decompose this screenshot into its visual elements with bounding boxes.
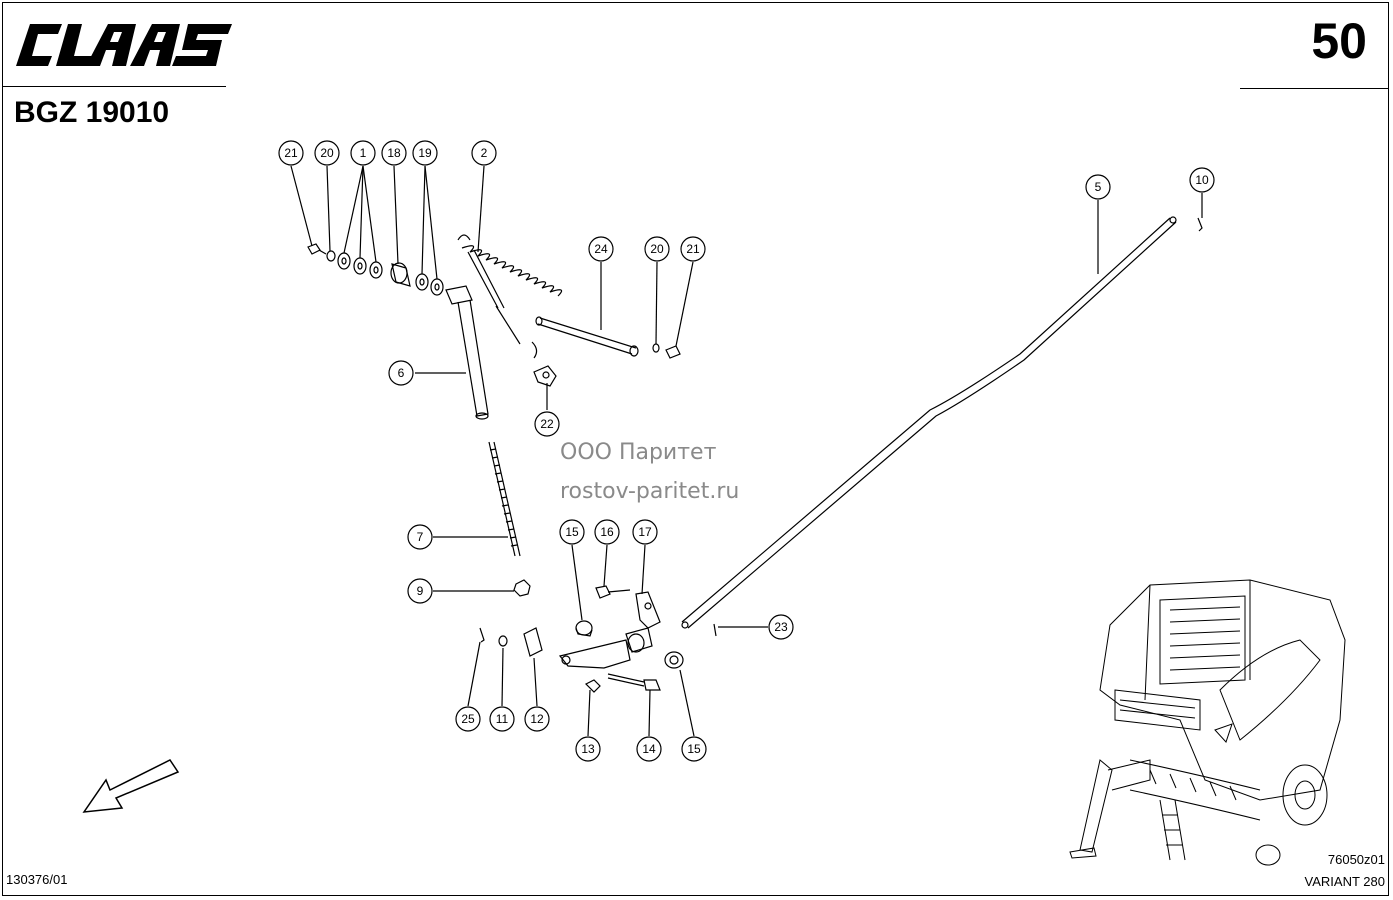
callout-24: 24 xyxy=(588,236,614,262)
callout-12: 12 xyxy=(524,706,550,732)
svg-text:21: 21 xyxy=(284,146,298,160)
callout-15a: 15 xyxy=(559,519,585,545)
callout-25: 25 xyxy=(455,706,481,732)
svg-text:14: 14 xyxy=(642,742,656,756)
baler-illustration xyxy=(1069,579,1346,866)
svg-text:12: 12 xyxy=(530,712,544,726)
direction-arrow-icon xyxy=(82,759,180,813)
svg-text:13: 13 xyxy=(581,742,595,756)
svg-text:1: 1 xyxy=(360,146,367,160)
header-rule-left xyxy=(2,86,226,87)
nut xyxy=(513,579,531,597)
svg-text:15: 15 xyxy=(687,742,701,756)
lever-arm xyxy=(445,285,489,420)
watermark-url: rostov-paritet.ru xyxy=(560,479,740,504)
callout-18: 18 xyxy=(381,140,407,166)
callout-19: 19 xyxy=(412,140,438,166)
claas-logo xyxy=(16,24,232,66)
svg-text:18: 18 xyxy=(387,146,401,160)
callout-10: 10 xyxy=(1189,167,1215,193)
long-rod xyxy=(681,216,1177,629)
callout-17: 17 xyxy=(632,519,658,545)
svg-text:20: 20 xyxy=(650,242,664,256)
image-reference: 76050z01 xyxy=(1327,852,1385,867)
callout-9: 9 xyxy=(407,578,433,604)
callout-6: 6 xyxy=(388,360,414,386)
callout-15b: 15 xyxy=(681,736,707,762)
svg-text:24: 24 xyxy=(594,242,608,256)
callout-21a: 21 xyxy=(278,140,304,166)
callout-22: 22 xyxy=(534,411,560,437)
watermark-company: ООО Паритет xyxy=(560,440,717,465)
svg-text:6: 6 xyxy=(398,366,405,380)
svg-text:22: 22 xyxy=(540,417,554,431)
svg-text:16: 16 xyxy=(600,525,614,539)
svg-text:17: 17 xyxy=(638,525,652,539)
svg-text:23: 23 xyxy=(774,620,788,634)
callout-13: 13 xyxy=(575,736,601,762)
bracket-assembly xyxy=(523,591,661,669)
svg-text:25: 25 xyxy=(461,712,475,726)
callout-16: 16 xyxy=(594,519,620,545)
tension-spring xyxy=(457,234,563,359)
svg-text:7: 7 xyxy=(417,530,424,544)
svg-text:11: 11 xyxy=(496,712,509,726)
callout-23: 23 xyxy=(768,614,794,640)
svg-text:5: 5 xyxy=(1095,180,1102,194)
callout-11: 11 xyxy=(489,706,515,732)
model-name: VARIANT 280 xyxy=(1304,874,1385,889)
callout-2: 2 xyxy=(471,140,497,166)
svg-text:10: 10 xyxy=(1195,173,1209,187)
svg-text:20: 20 xyxy=(320,146,334,160)
callout-14: 14 xyxy=(636,736,662,762)
svg-text:19: 19 xyxy=(418,146,432,160)
svg-text:21: 21 xyxy=(686,242,700,256)
callout-21b: 21 xyxy=(680,236,706,262)
callout-20b: 20 xyxy=(644,236,670,262)
header-rule-right xyxy=(1240,88,1389,89)
svg-text:9: 9 xyxy=(417,584,424,598)
callout-7: 7 xyxy=(407,524,433,550)
leader-lines xyxy=(290,165,1203,737)
callout-1: 1 xyxy=(350,140,376,166)
svg-text:15: 15 xyxy=(565,525,579,539)
callout-5: 5 xyxy=(1085,174,1111,200)
threaded-rod xyxy=(488,441,521,557)
callout-balloons: 21 20 1 18 19 2 24 20 21 5 10 6 22 7 9 1… xyxy=(278,140,1215,762)
svg-text:2: 2 xyxy=(481,146,488,160)
group-code: BGZ 19010 xyxy=(14,96,170,129)
document-reference: 130376/01 xyxy=(6,872,68,887)
pivot-pin xyxy=(535,316,639,357)
callout-20a: 20 xyxy=(314,140,340,166)
spring-anchor xyxy=(533,365,557,387)
page-number: 50 xyxy=(1311,13,1367,69)
